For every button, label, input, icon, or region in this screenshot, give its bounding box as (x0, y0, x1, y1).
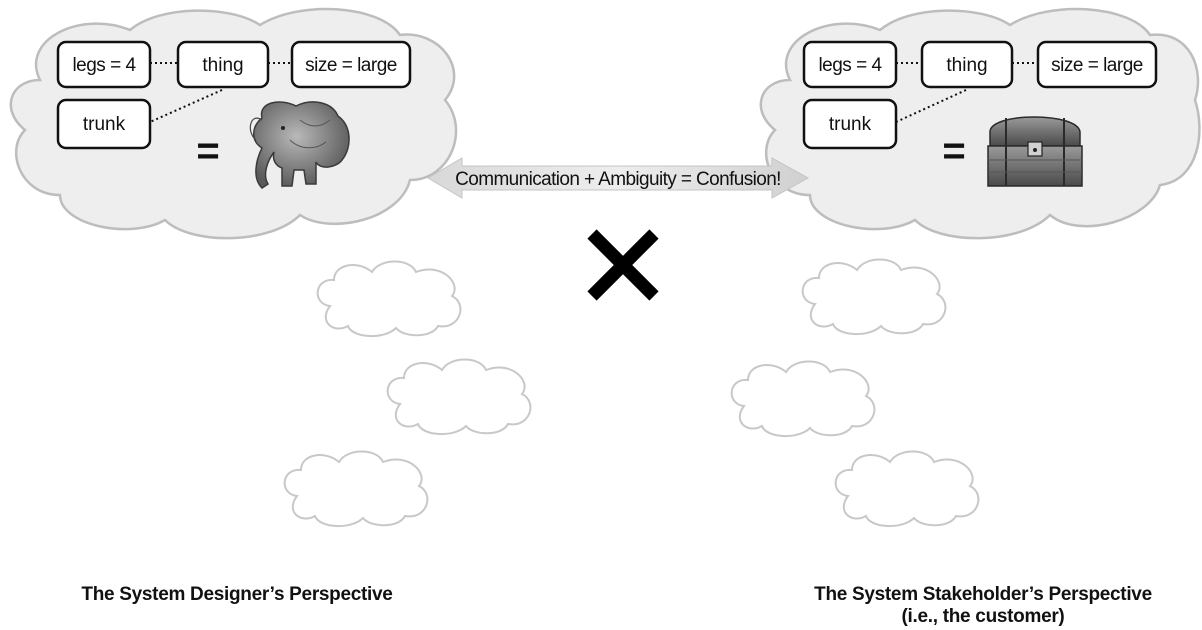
right-trunk-box (802, 98, 898, 150)
right-legs-label: legs = 4 (818, 55, 882, 76)
designer-perspective-caption: The System Designer’s Perspective (81, 584, 393, 605)
right-thing-box (920, 40, 1014, 89)
small-cloud-left-3 (283, 450, 429, 527)
right-size-box (1036, 40, 1158, 89)
small-thought-clouds (283, 258, 980, 527)
left-legs-label: legs = 4 (72, 55, 136, 76)
small-cloud-left-1 (316, 260, 462, 337)
right-cloud-content: legs = 4 thing size = large trunk = (802, 40, 1158, 187)
left-size-box (290, 40, 412, 89)
left-legs-box (56, 40, 152, 89)
stakeholder-perspective-caption: The System Stakeholder’s Perspective (i.… (800, 584, 1166, 628)
mismatch-x-icon (587, 229, 659, 301)
left-thing-label: thing (202, 55, 243, 76)
left-equals-sign: = (196, 129, 219, 173)
small-cloud-right-1 (801, 258, 947, 335)
left-trunk-label: trunk (83, 114, 126, 135)
right-thing-label: thing (946, 55, 987, 76)
left-trunk-box (56, 98, 152, 150)
communication-arrow (427, 157, 810, 199)
stakeholder-caption-line1: The System Stakeholder’s Perspective (814, 584, 1152, 605)
small-cloud-right-2 (730, 360, 876, 437)
right-equals-sign: = (942, 129, 965, 173)
left-thing-box (176, 40, 270, 89)
treasure-chest-icon (987, 116, 1083, 187)
left-size-label: size = large (305, 55, 397, 76)
small-cloud-right-3 (834, 450, 980, 527)
small-cloud-left-2 (386, 358, 532, 435)
arrow-label: Communication + Ambiguity = Confusion! (455, 169, 781, 190)
right-trunk-label: trunk (829, 114, 872, 135)
right-size-label: size = large (1051, 55, 1143, 76)
left-cloud-content: legs = 4 thing size = large trunk = (56, 40, 412, 189)
stakeholder-caption-line2: (i.e., the customer) (901, 606, 1065, 627)
right-legs-box (802, 40, 898, 89)
elephant-icon (249, 101, 350, 189)
